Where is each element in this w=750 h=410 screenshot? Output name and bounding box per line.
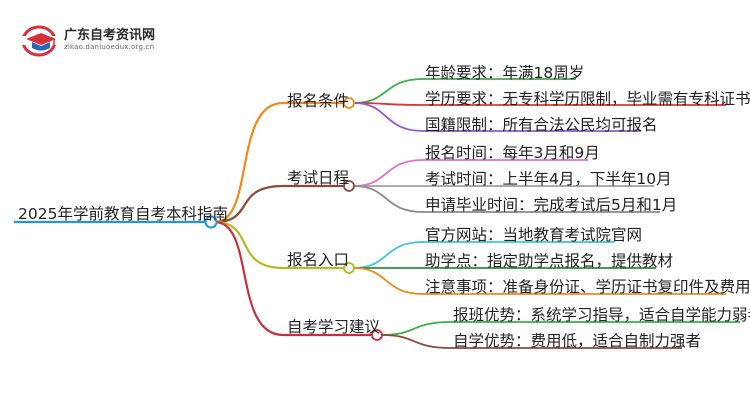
leaf-education-requirement[interactable]: 学历要求：无专科学历限制，毕业需有专科证书 (425, 90, 750, 108)
branch-label-exam-schedule[interactable]: 考试日程 (287, 169, 350, 187)
graduation-cap-icon (20, 25, 58, 57)
root-node-label[interactable]: 2025年学前教育自考本科指南 (18, 205, 228, 223)
leaf-age-requirement[interactable]: 年龄要求：年满18周岁 (425, 64, 585, 82)
branch-node-circle (343, 180, 355, 192)
logo-title: 广东自考资讯网 (64, 28, 156, 43)
branch-label-study-advice[interactable]: 自考学习建议 (287, 318, 381, 336)
root-node-circle (204, 215, 218, 229)
leaf-connector (353, 102, 424, 132)
leaf-connector (381, 321, 452, 336)
leaf-connector (353, 159, 424, 187)
branch-node-circle (371, 329, 383, 341)
leaf-registration-time[interactable]: 报名时间：每年3月和9月 (425, 144, 600, 162)
leaf-official-website[interactable]: 官方网站：当地教育考试院官网 (425, 226, 643, 244)
logo-url: zikao.danluoedux.org.cn (64, 43, 155, 51)
leaf-study-center[interactable]: 助学点：指定助学点报名，提供教材 (425, 252, 674, 270)
branch-connector (214, 220, 284, 270)
branch-connector (214, 101, 284, 224)
leaf-connector (353, 241, 424, 269)
leaf-self-study-advantage[interactable]: 自学优势：费用低，适合自制力强者 (453, 332, 702, 350)
branch-label-registration-conditions[interactable]: 报名条件 (287, 92, 350, 110)
leaf-nationality-limit[interactable]: 国籍限制：所有合法公民均可报名 (425, 116, 658, 134)
leaf-class-advantage[interactable]: 报班优势：系统学习指导，适合自学能力弱者 (453, 306, 750, 324)
leaf-connector (381, 334, 452, 349)
branch-node-circle (343, 97, 355, 109)
branch-label-registration-entry[interactable]: 报名入口 (287, 251, 350, 269)
leaf-connector (353, 267, 424, 295)
leaf-connector (353, 78, 424, 104)
leaf-graduation-application-time[interactable]: 申请毕业时间：完成考试后5月和1月 (425, 196, 678, 214)
leaf-connector (353, 185, 424, 213)
branch-connector (214, 184, 284, 224)
leaf-notes[interactable]: 注意事项：准备身份证、学历证书复印件及费用 (425, 278, 750, 296)
leaf-exam-time[interactable]: 考试时间：上半年4月，下半年10月 (425, 170, 672, 188)
site-logo[interactable]: 广东自考资讯网 zikao.danluoedux.org.cn (20, 22, 220, 58)
branch-node-circle (343, 262, 355, 274)
branch-connector (214, 220, 284, 337)
